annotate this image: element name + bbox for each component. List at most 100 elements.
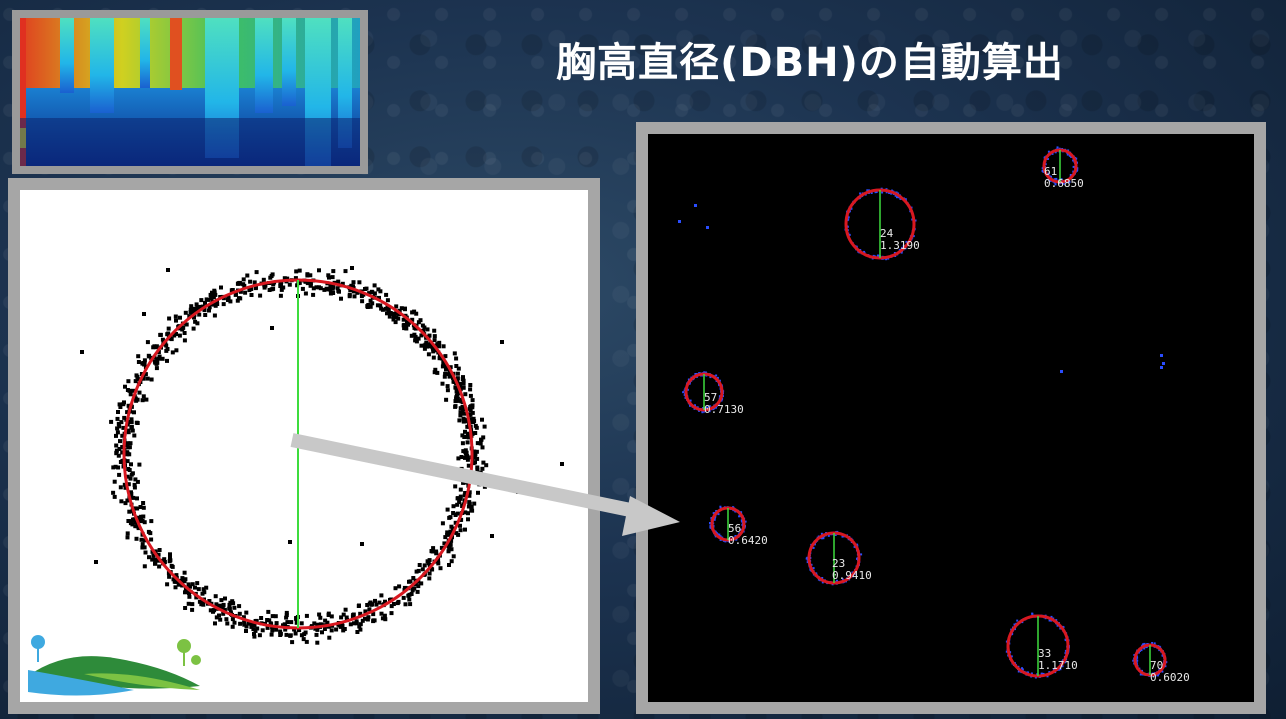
scatter-point (480, 417, 484, 422)
scatter-point (145, 340, 150, 345)
scatter-point (360, 299, 365, 304)
scatter-point (208, 608, 213, 613)
scatter-point (153, 549, 158, 554)
scatter-point (157, 564, 162, 569)
scatter-point (482, 424, 487, 429)
scatter-point (290, 640, 295, 645)
scatter-point (153, 557, 158, 562)
scatter-point (430, 567, 435, 572)
scatter-point (405, 321, 409, 326)
scatter-point (187, 314, 192, 319)
scatter-point (166, 571, 171, 576)
scatter-point (252, 632, 256, 636)
scatter-point (355, 290, 360, 295)
scatter-point (426, 342, 431, 347)
scatter-point (445, 532, 450, 537)
stem-scatter-svg (80, 266, 564, 645)
scatter-point (237, 280, 242, 285)
scatter-point (213, 292, 218, 297)
stem-cross-section-panel (8, 178, 600, 714)
scatter-point (192, 315, 196, 320)
scatter-point (238, 289, 243, 294)
scatter-point (226, 296, 231, 301)
scatter-point (200, 591, 205, 596)
scatter-point (350, 266, 354, 270)
scatter-point (126, 403, 131, 408)
scatter-point (484, 463, 489, 468)
scatter-point (109, 419, 114, 424)
scatter-point (284, 610, 289, 615)
scatter-point (113, 464, 118, 469)
scatter-point (190, 607, 195, 612)
scatter-point (235, 298, 240, 303)
scatter-point (440, 521, 445, 526)
tree-marker-70 (1132, 642, 1168, 677)
tree-marker-33 (1005, 612, 1070, 679)
scatter-point (213, 621, 217, 626)
tree-label-23: 23 0.9410 (832, 557, 872, 582)
scatter-point (473, 431, 478, 435)
scatter-point (441, 344, 446, 349)
scatter-point (387, 314, 392, 319)
scatter-point (122, 482, 127, 487)
scatter-point (466, 517, 470, 522)
scatter-point (471, 416, 476, 421)
scatter-point (131, 495, 136, 500)
scatter-point (358, 611, 363, 616)
scatter-point (407, 597, 412, 602)
scatter-point (162, 557, 167, 562)
scatter-point (472, 419, 477, 424)
scatter-point (368, 600, 373, 605)
slide-title: 胸高直径(DBH)の自動算出 (556, 40, 1064, 86)
scatter-point (338, 624, 343, 629)
scatter-point (126, 445, 131, 450)
scatter-point (125, 450, 130, 455)
scatter-point (120, 445, 125, 449)
scatter-point (458, 413, 463, 418)
scatter-point (270, 628, 275, 633)
scatter-point (403, 602, 408, 607)
scatter-point (368, 298, 373, 303)
scatter-point (478, 470, 483, 475)
stray-point (678, 220, 681, 223)
scatter-point (416, 584, 421, 589)
scatter-point (151, 345, 156, 350)
scatter-point (191, 326, 196, 331)
scatter-point (248, 621, 253, 626)
scatter-point (474, 425, 479, 430)
scatter-point (125, 410, 130, 415)
scatter-point (251, 627, 256, 632)
scatter-point (173, 314, 178, 319)
scatter-point (363, 616, 367, 621)
scatter-point (385, 298, 390, 303)
scatter-point (470, 398, 475, 403)
scatter-point (453, 520, 458, 525)
tree-marker-61 (1041, 146, 1079, 186)
scatter-point (304, 613, 309, 618)
scatter-point (414, 569, 419, 574)
scatter-point (350, 614, 355, 619)
scatter-point (180, 576, 185, 581)
scatter-point (406, 593, 411, 598)
scatter-point (459, 467, 464, 472)
scatter-point (368, 304, 373, 309)
scatter-point (164, 348, 169, 353)
scatter-point (440, 381, 445, 386)
scatter-point (313, 626, 318, 631)
scatter-point (212, 290, 217, 295)
scatter-point (370, 301, 375, 306)
scatter-point (455, 511, 460, 516)
scatter-point (431, 349, 436, 354)
scatter-point (257, 633, 262, 638)
scatter-point (186, 582, 191, 587)
scatter-point (463, 455, 467, 460)
scatter-point (193, 319, 198, 324)
scatter-point (430, 549, 435, 554)
scatter-point (317, 285, 321, 290)
scatter-point (124, 442, 129, 447)
scatter-point (377, 600, 382, 605)
scatter-point (410, 317, 415, 322)
scatter-point (458, 381, 463, 386)
tree-marker-23 (805, 530, 863, 586)
scatter-point (154, 361, 159, 366)
